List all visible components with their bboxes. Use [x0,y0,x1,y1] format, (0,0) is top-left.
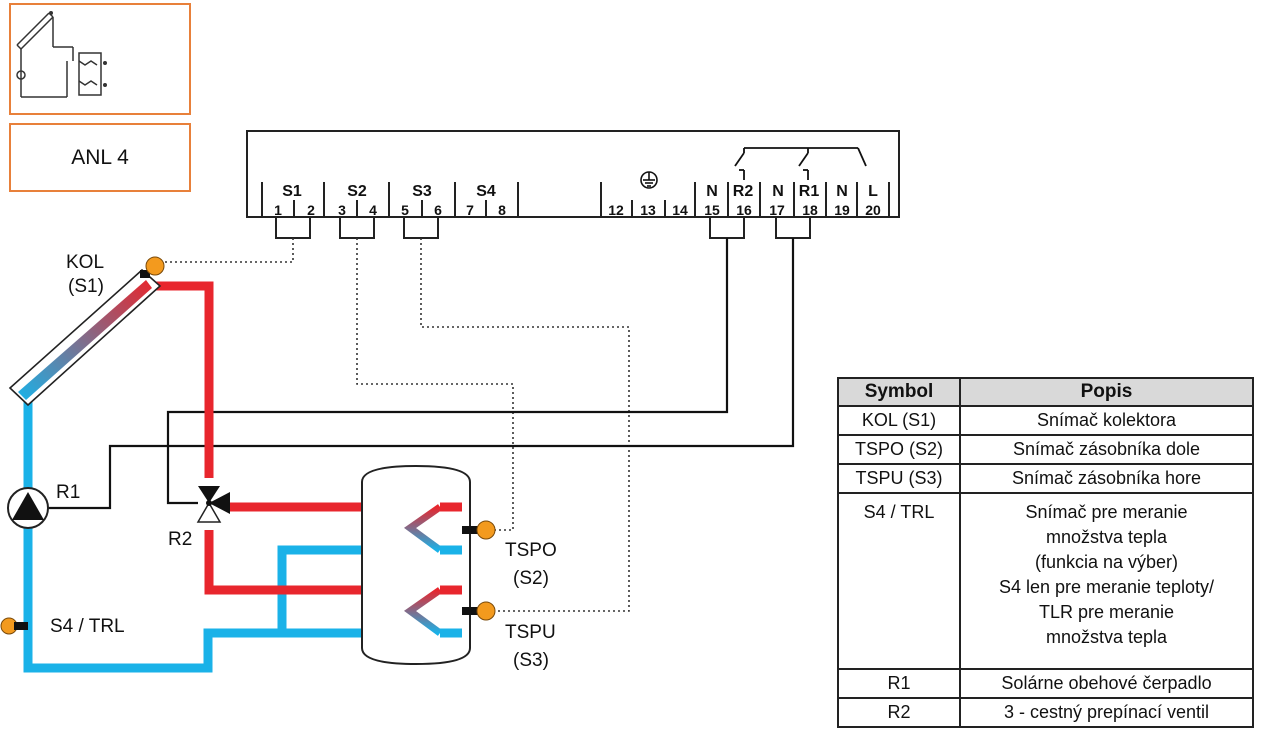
terminal-3: 3 [338,202,346,218]
label-kol: KOL [66,252,104,273]
terminal-20: 20 [865,202,881,218]
group-label-n3: N [836,183,848,200]
legend-table: Symbol Popis KOL (S1) Snímač kolektora T… [837,377,1254,728]
group-label-s2: S2 [347,183,367,200]
group-label-r1: R1 [799,183,820,200]
system-label: ANL 4 [71,145,129,169]
terminal-15: 15 [704,202,720,218]
legend-symbol: TSPO (S2) [837,434,961,465]
group-label-s3: S3 [412,183,432,200]
terminal-4: 4 [369,202,377,218]
legend-header-symbol: Symbol [837,377,961,407]
legend-row: R2 3 - cestný prepínací ventil [837,697,1254,728]
label-tspo: TSPO [505,540,557,561]
legend-symbol: KOL (S1) [837,405,961,436]
label-tspu-sub: (S3) [513,650,549,671]
legend-row: R1 Solárne obehové čerpadlo [837,668,1254,699]
sensor-wires [160,238,630,612]
legend-row: S4 / TRL Snímač pre meranie množstva tep… [837,492,1254,670]
legend-row: KOL (S1) Snímač kolektora [837,405,1254,436]
legend-desc-line: S4 len pre meranie teploty/ [998,577,1215,597]
wire-s3 [420,238,630,612]
legend-symbol: R1 [837,668,961,699]
terminal-14: 14 [672,202,688,218]
terminal-16: 16 [736,202,752,218]
label-tspo-sub: (S2) [513,568,549,589]
legend-desc: Solárne obehové čerpadlo [959,668,1254,699]
system-label-box: ANL 4 [9,123,191,192]
group-label-r2: R2 [733,183,754,200]
legend-desc-line: (funkcia na výber) [1034,552,1179,572]
terminal-7: 7 [466,202,474,218]
pump-icon [7,487,49,529]
terminal-1: 1 [274,202,282,218]
terminal-6: 6 [434,202,442,218]
legend-symbol: S4 / TRL [837,492,961,670]
legend-desc: Snímač zásobníka dole [959,434,1254,465]
legend-desc-line: Snímač pre meranie [1025,502,1188,522]
terminal-18: 18 [802,202,818,218]
terminal-13: 13 [640,202,656,218]
wire-r1 [48,238,795,510]
system-thumbnail [9,3,191,115]
wire-s1 [160,238,294,263]
legend-desc: Snímač zásobníka hore [959,463,1254,494]
sensor-s4-icon [0,617,28,635]
label-r2: R2 [168,529,192,550]
legend-symbol: R2 [837,697,961,728]
terminal-jumpers [275,218,811,239]
legend-row: TSPU (S3) Snímač zásobníka hore [837,463,1254,494]
terminal-19: 19 [834,202,850,218]
group-label-n1: N [706,183,718,200]
legend-symbol: TSPU (S3) [837,463,961,494]
terminal-12: 12 [608,202,624,218]
legend-desc: 3 - cestný prepínací ventil [959,697,1254,728]
three-way-valve-icon [196,486,230,523]
group-label-s4: S4 [476,183,496,200]
legend-desc-line: množstva tepla [1045,627,1168,647]
terminal-2: 2 [307,202,315,218]
terminal-17: 17 [769,202,785,218]
storage-tank [361,464,471,666]
label-r1: R1 [56,482,80,503]
label-tspu: TSPU [505,622,556,643]
solar-collector [8,268,162,407]
relay-contacts-icon [734,147,867,180]
ground-icon [640,171,658,189]
group-label-n2: N [772,183,784,200]
wire-s2 [356,238,514,531]
terminal-8: 8 [498,202,506,218]
legend-row: TSPO (S2) Snímač zásobníka dole [837,434,1254,465]
legend-desc-line: množstva tepla [1045,527,1168,547]
legend-desc-multiline: Snímač pre meranie množstva tepla (funkc… [959,492,1254,670]
group-label-l: L [868,183,878,200]
sensor-kol-icon [140,256,165,278]
label-s4: S4 / TRL [50,616,125,637]
legend-desc: Snímač kolektora [959,405,1254,436]
sensor-tspu-icon [462,601,496,621]
sensor-tspo-icon [462,520,496,540]
controller-terminal-block: S1 S2 S3 S4 N R2 N R1 N L 1 2 3 4 5 6 7 … [246,130,900,218]
terminal-5: 5 [401,202,409,218]
legend-header: Symbol Popis [837,377,1254,407]
relay-wires [48,238,795,510]
thumbnail-schematic-icon [16,11,107,98]
label-kol-sub: (S1) [68,276,104,297]
group-label-s1: S1 [282,183,302,200]
wire-r2 [166,238,729,505]
legend-header-desc: Popis [959,377,1254,407]
legend-desc-line: TLR pre meranie [1038,602,1175,622]
